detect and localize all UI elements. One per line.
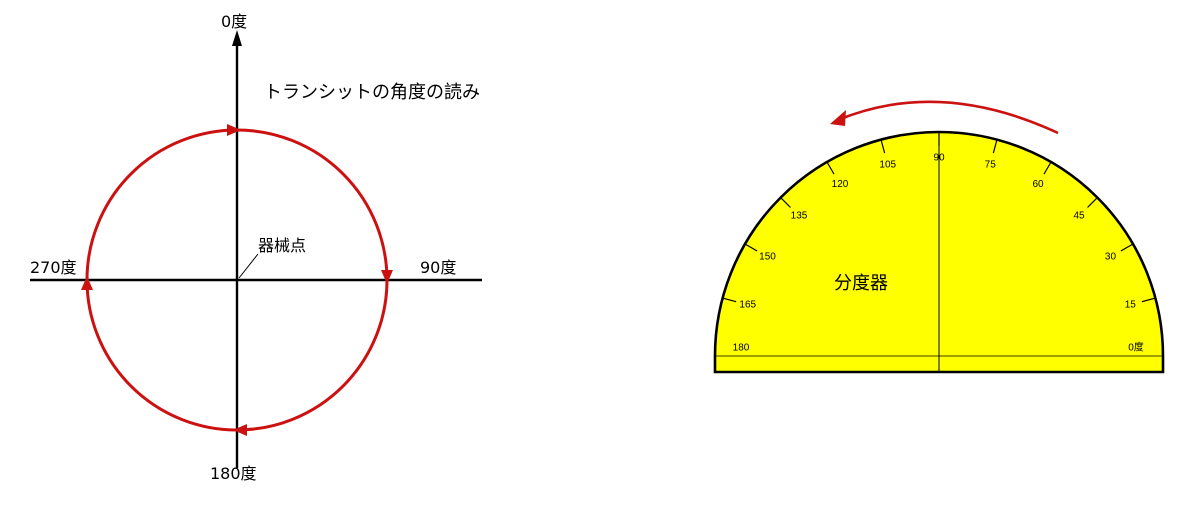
protractor-tick-15 [1141,297,1156,303]
protractor-tick-30 [1120,243,1134,252]
protractor-tick-label-45: 45 [1073,211,1085,222]
protractor-tick-label-165: 165 [739,299,756,310]
protractor-tick-120 [826,161,835,175]
protractor-ticks: 0度 15 30 45 60 75 90 105 120 135 150 165 180 [722,132,1156,354]
rotation-arrow-head [830,110,846,126]
transit-diagram: トランシットの角度の読み 0度 90度 180度 270度 器械点 [30,12,482,483]
label-instrument-point: 器械点 [258,236,306,255]
protractor-tick-165 [722,297,737,303]
protractor-tick-105 [880,139,886,154]
protractor-tick-135 [780,197,791,208]
protractor-tick-label-15: 15 [1125,299,1137,310]
protractor-diagram: 0度 15 30 45 60 75 90 105 120 135 150 165 180 分度器 [713,100,1165,374]
protractor-label: 分度器 [834,273,888,294]
protractor-tick-label-90: 90 [933,153,945,164]
protractor-tick-label-0: 0度 [1128,341,1144,354]
protractor-tick-60 [1043,161,1052,175]
protractor-tick-label-120: 120 [832,179,849,190]
protractor-tick-label-75: 75 [985,159,997,170]
protractor-tick-label-105: 105 [879,159,896,170]
protractor-tick-45 [1087,197,1098,208]
diagram-title: トランシットの角度の読み [264,82,480,103]
protractor-tick-label-180: 180 [733,343,750,354]
protractor-tick-label-150: 150 [759,252,776,263]
vertical-axis-arrowhead [232,30,242,46]
circle-arrow-left [81,276,93,290]
instrument-point-leader [238,253,259,279]
circle-arrow-right [381,270,393,284]
label-180-degrees: 180度 [210,464,257,483]
rotation-arrow-arc [837,100,1059,135]
label-90-degrees: 90度 [420,258,456,277]
protractor-tick-150 [744,243,758,252]
circle-arrow-bottom [233,424,247,436]
label-270-degrees: 270度 [30,258,77,277]
protractor-tick-label-135: 135 [791,211,808,222]
protractor-tick-label-30: 30 [1105,252,1117,263]
protractor-tick-label-60: 60 [1032,179,1044,190]
label-0-degrees: 0度 [221,12,247,31]
protractor-tick-75 [992,139,998,154]
circle-arrow-top [227,124,241,136]
